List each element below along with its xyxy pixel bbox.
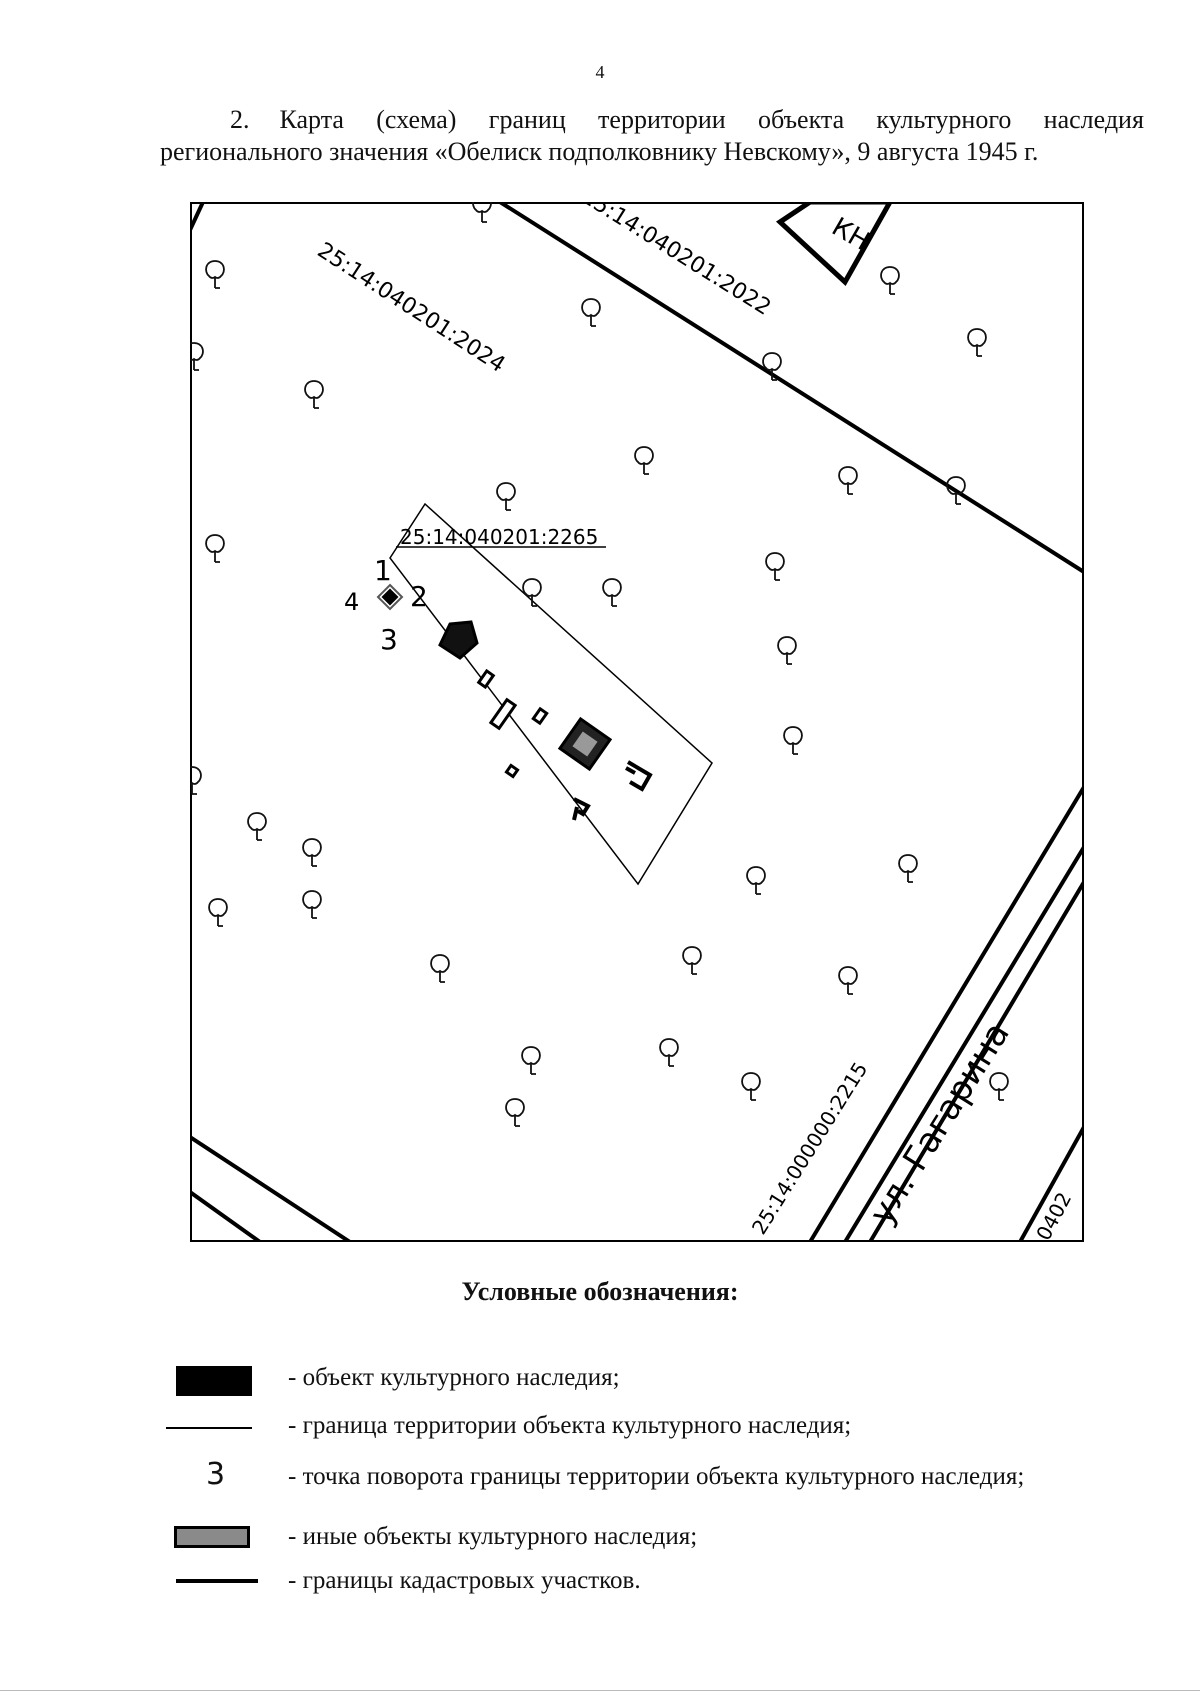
caption-word: объекта	[758, 105, 845, 134]
caption-number: 2.	[230, 105, 250, 134]
tree-icon	[777, 636, 797, 665]
tree-icon	[741, 1072, 761, 1101]
cadastral-boundary	[190, 1135, 352, 1242]
caption-word: (схема)	[376, 105, 457, 134]
turning-point-1: 1	[374, 554, 392, 587]
legend-title: Условные обозначения:	[461, 1277, 739, 1306]
cadastral-boundary	[190, 1190, 262, 1242]
tree-icon	[472, 202, 492, 223]
cadastral-boundary	[1018, 1126, 1084, 1242]
legend-text: - объект культурного наследия;	[288, 1364, 620, 1391]
tree-icon	[521, 1046, 541, 1075]
turning-point-symbol: 3	[206, 1457, 226, 1492]
memorial-corner	[625, 760, 653, 792]
tree-icon	[247, 812, 267, 841]
legend-text: - точка поворота границы территории объе…	[288, 1463, 1025, 1490]
tree-icon	[838, 966, 858, 995]
tree-icon	[581, 298, 601, 327]
memorial-small	[488, 697, 518, 731]
tree-icon	[505, 1098, 525, 1127]
caption-word: наследия	[1043, 105, 1144, 134]
caption-word: Карта	[279, 105, 344, 134]
heritage-territory-boundary	[389, 502, 713, 886]
tree-icon	[208, 898, 228, 927]
parcel-label-2265: 25:14:040201:2265	[400, 525, 598, 549]
memorial-small	[531, 706, 549, 726]
heritage-object-swatch	[176, 1366, 252, 1396]
memorial-small	[504, 763, 520, 779]
parcel-label-2024: 25:14:040201:2024	[313, 238, 510, 378]
pentagon-monument	[438, 620, 479, 660]
caption-word: культурного	[876, 105, 1012, 134]
tree-icon	[898, 854, 918, 883]
building-kn	[775, 202, 893, 286]
tree-icon	[634, 446, 654, 475]
tree-icon	[659, 1038, 679, 1067]
turning-point-2: 2	[410, 580, 428, 613]
tree-icon	[302, 838, 322, 867]
tree-icon	[682, 946, 702, 975]
memorial-square-inner	[572, 731, 598, 757]
cadastral-boundary	[843, 845, 1084, 1242]
legend-text: - иные объекты культурного наследия;	[288, 1523, 698, 1550]
tree-icon	[967, 328, 987, 357]
page-number: 4	[595, 62, 605, 82]
tree-icon	[880, 266, 900, 295]
legend-text: - границы кадастровых участков.	[288, 1567, 641, 1594]
map-content: КН 25:14:040201:2022 25:14:040201:2024 2…	[190, 202, 1084, 1242]
street-label: ул. Гагарина	[862, 1015, 1018, 1232]
other-heritage-swatch	[174, 1526, 250, 1548]
turning-point-3: 3	[380, 623, 398, 656]
turning-point-4: 4	[344, 588, 359, 616]
tree-icon	[430, 954, 450, 983]
tree-icon	[989, 1072, 1009, 1101]
cadastral-boundary	[190, 202, 205, 231]
tree-icon	[765, 552, 785, 581]
tree-icon	[783, 726, 803, 755]
parcel-label-2215: 25:14:000000:2215	[747, 1058, 872, 1239]
cadastral-boundaries	[190, 202, 1084, 1242]
tree-icon	[304, 380, 324, 409]
territory-boundary-line-swatch	[166, 1427, 252, 1429]
caption-word: территории	[598, 105, 726, 134]
tree-icon	[838, 466, 858, 495]
cadastral-boundary	[808, 785, 1084, 1242]
caption-word: границ	[488, 105, 566, 134]
cadastral-boundary-line-swatch	[176, 1579, 258, 1583]
map-caption: 2. Карта (схема) границ территории объект…	[160, 104, 1144, 168]
parcel-label-edge: 0402	[1031, 1188, 1076, 1242]
caption-line-2: регионального значения «Обелиск подполко…	[160, 137, 1039, 166]
tree-icon	[522, 578, 542, 607]
legend-text: - граница территории объекта культурного…	[288, 1412, 852, 1439]
cadastral-boundary	[868, 880, 1084, 1242]
map-frame	[190, 202, 1084, 1242]
tree-icon	[302, 890, 322, 919]
tree-icon	[205, 534, 225, 563]
tree-icon	[496, 482, 516, 511]
obelisk-heritage-object	[381, 588, 399, 606]
cadastral-map: КН 25:14:040201:2022 25:14:040201:2024 2…	[190, 202, 1084, 1242]
parcel-label-2022: 25:14:040201:2022	[577, 202, 775, 321]
memorial-cross	[572, 797, 591, 821]
cadastral-boundary	[498, 202, 1084, 574]
caption-line-1: 2. Карта (схема) границ территории объект…	[160, 104, 1144, 136]
tree-icon	[746, 866, 766, 895]
tree-icon	[205, 260, 225, 289]
trees	[190, 202, 1009, 1127]
page-bottom-rule	[0, 1690, 1200, 1691]
tree-icon	[602, 578, 622, 607]
memorial-small	[476, 668, 496, 690]
